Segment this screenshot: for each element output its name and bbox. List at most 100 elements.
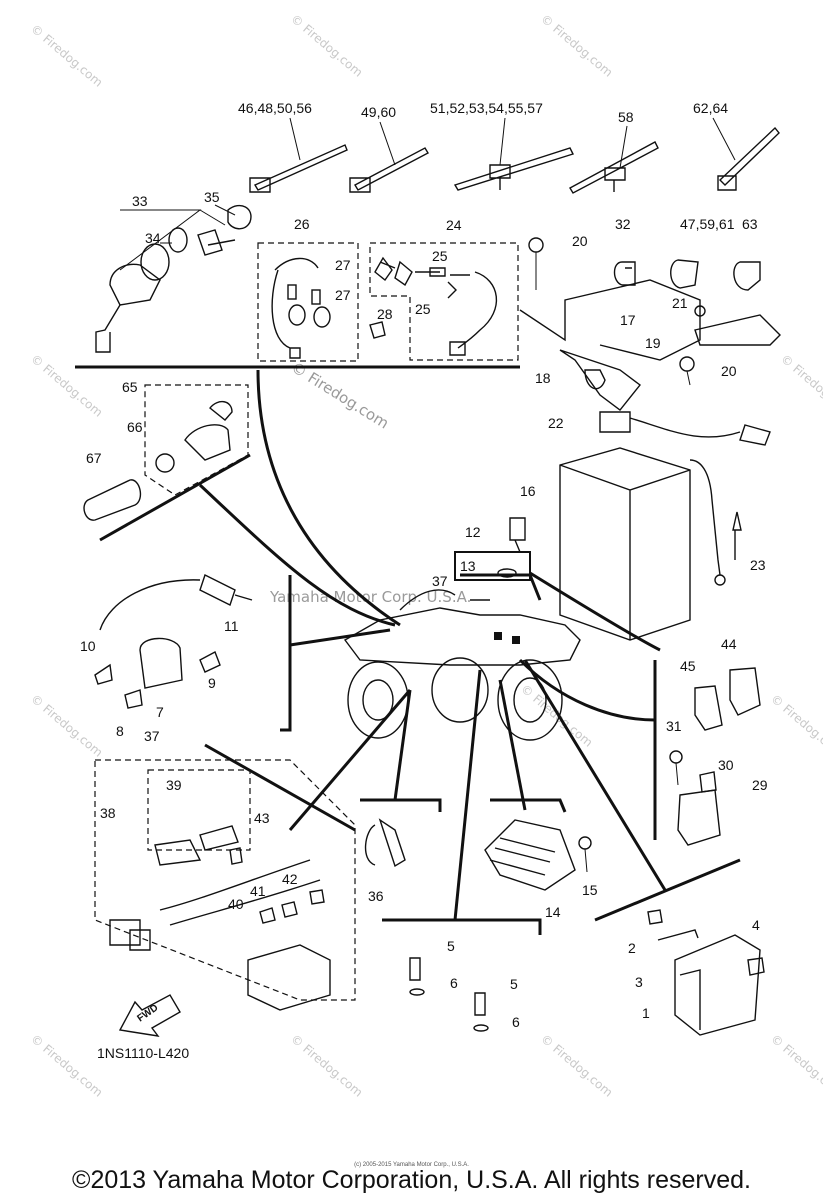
- label-58: 58: [618, 109, 634, 125]
- label-67: 67: [86, 450, 102, 466]
- label-6a: 6: [450, 975, 458, 991]
- label-39: 39: [166, 777, 182, 793]
- label-13: 13: [460, 558, 476, 574]
- label-36: 36: [368, 888, 384, 904]
- label-35: 35: [204, 189, 220, 205]
- relay-group: [669, 667, 761, 846]
- label-11: 11: [224, 618, 239, 634]
- label-49-60: 49,60: [361, 104, 396, 120]
- label-29: 29: [752, 777, 768, 793]
- label-17: 17: [620, 312, 636, 328]
- clamps-and-bracket: [519, 237, 781, 411]
- label-1: 1: [642, 1005, 650, 1021]
- label-32: 32: [615, 216, 631, 232]
- accessory-box-65: [144, 384, 249, 496]
- rectifier-regulator: [484, 819, 592, 891]
- accessory-parts: [83, 401, 233, 521]
- label-27a: 27: [335, 257, 351, 273]
- label-12: 12: [465, 524, 481, 540]
- label-34: 34: [145, 230, 161, 246]
- harness-box-38: [147, 769, 251, 851]
- connector-line: [198, 483, 396, 627]
- label-20a: 20: [572, 233, 588, 249]
- label-2: 2: [628, 940, 636, 956]
- watermark: © Firedog.com: [768, 692, 823, 760]
- label-37b: 37: [144, 728, 160, 744]
- label-62-64: 62,64: [693, 100, 728, 116]
- main-switch-assembly: [95, 204, 252, 353]
- label-41: 41: [250, 883, 266, 899]
- label-28: 28: [377, 306, 393, 322]
- switch-13-bracket: [454, 551, 531, 581]
- connector-line: [256, 369, 401, 627]
- label-65: 65: [122, 379, 138, 395]
- label-19: 19: [645, 335, 661, 351]
- bracket-7-11: [280, 575, 292, 732]
- cable-ties: [249, 117, 780, 194]
- watermark: © Firedog.com: [28, 22, 105, 90]
- watermark: © Firedog.com: [288, 1032, 365, 1100]
- harness-parts: [271, 256, 497, 359]
- connector-line: [460, 573, 542, 601]
- label-40: 40: [228, 896, 244, 912]
- connector-line: [518, 658, 656, 722]
- watermark-center: Yamaha Motor Corp. U.S.A.: [269, 588, 471, 606]
- bracket-1-4: [594, 858, 741, 922]
- connector-line: [529, 571, 661, 652]
- label-7: 7: [156, 704, 164, 720]
- label-63: 63: [742, 216, 758, 232]
- label-26: 26: [294, 216, 310, 232]
- label-42: 42: [282, 871, 298, 887]
- label-22: 22: [548, 415, 564, 431]
- connector-line: [523, 659, 667, 891]
- label-31: 31: [666, 718, 682, 734]
- sensor-36: [364, 818, 406, 868]
- connector-line: [289, 628, 391, 647]
- connector-line: [498, 679, 527, 811]
- label-5b: 5: [510, 976, 518, 992]
- switch-12: [497, 517, 526, 578]
- label-6b: 6: [512, 1014, 520, 1030]
- watermark: © Firedog.com: [538, 1032, 615, 1100]
- label-4: 4: [752, 917, 760, 933]
- label-18: 18: [535, 370, 551, 386]
- label-47-59-61: 47,59,61: [680, 216, 735, 232]
- bracket-65: [99, 453, 251, 542]
- label-15: 15: [582, 882, 598, 898]
- watermarks: © Firedog.com © Firedog.com © Firedog.co…: [28, 12, 823, 1100]
- label-37a: 37: [432, 573, 448, 589]
- connector-line: [288, 689, 412, 831]
- fwd-arrow-icon: [118, 994, 181, 1037]
- label-8: 8: [116, 723, 124, 739]
- label-14: 14: [545, 904, 561, 920]
- label-25b: 25: [415, 301, 431, 317]
- label-20b: 20: [721, 363, 737, 379]
- label-30: 30: [718, 757, 734, 773]
- watermark: © Firedog.com: [538, 12, 615, 80]
- label-25a: 25: [432, 248, 448, 264]
- label-43: 43: [254, 810, 270, 826]
- bracket-37: [204, 743, 356, 832]
- label-9: 9: [208, 675, 216, 691]
- sensors-5-6: [409, 957, 489, 1032]
- vehicle-outline: [343, 589, 581, 741]
- label-3: 3: [635, 974, 643, 990]
- harness-box-37: [94, 759, 356, 1001]
- label-24: 24: [446, 217, 462, 233]
- watermark: © Firedog.com: [28, 1032, 105, 1100]
- label-44: 44: [721, 636, 737, 652]
- label-38: 38: [100, 805, 116, 821]
- label-27b: 27: [335, 287, 351, 303]
- label-46-48-50-56: 46,48,50,56: [238, 100, 312, 116]
- ignition-coil-group: [94, 574, 253, 709]
- label-23: 23: [750, 557, 766, 573]
- label-33: 33: [132, 193, 148, 209]
- bracket-36: [360, 798, 442, 812]
- harness-37-parts: [109, 825, 331, 1011]
- watermark: © Firedog.com: [288, 12, 365, 80]
- label-21: 21: [672, 295, 688, 311]
- label-66: 66: [127, 419, 143, 435]
- harness-box-26: [257, 242, 359, 362]
- relay-area: [655, 660, 770, 840]
